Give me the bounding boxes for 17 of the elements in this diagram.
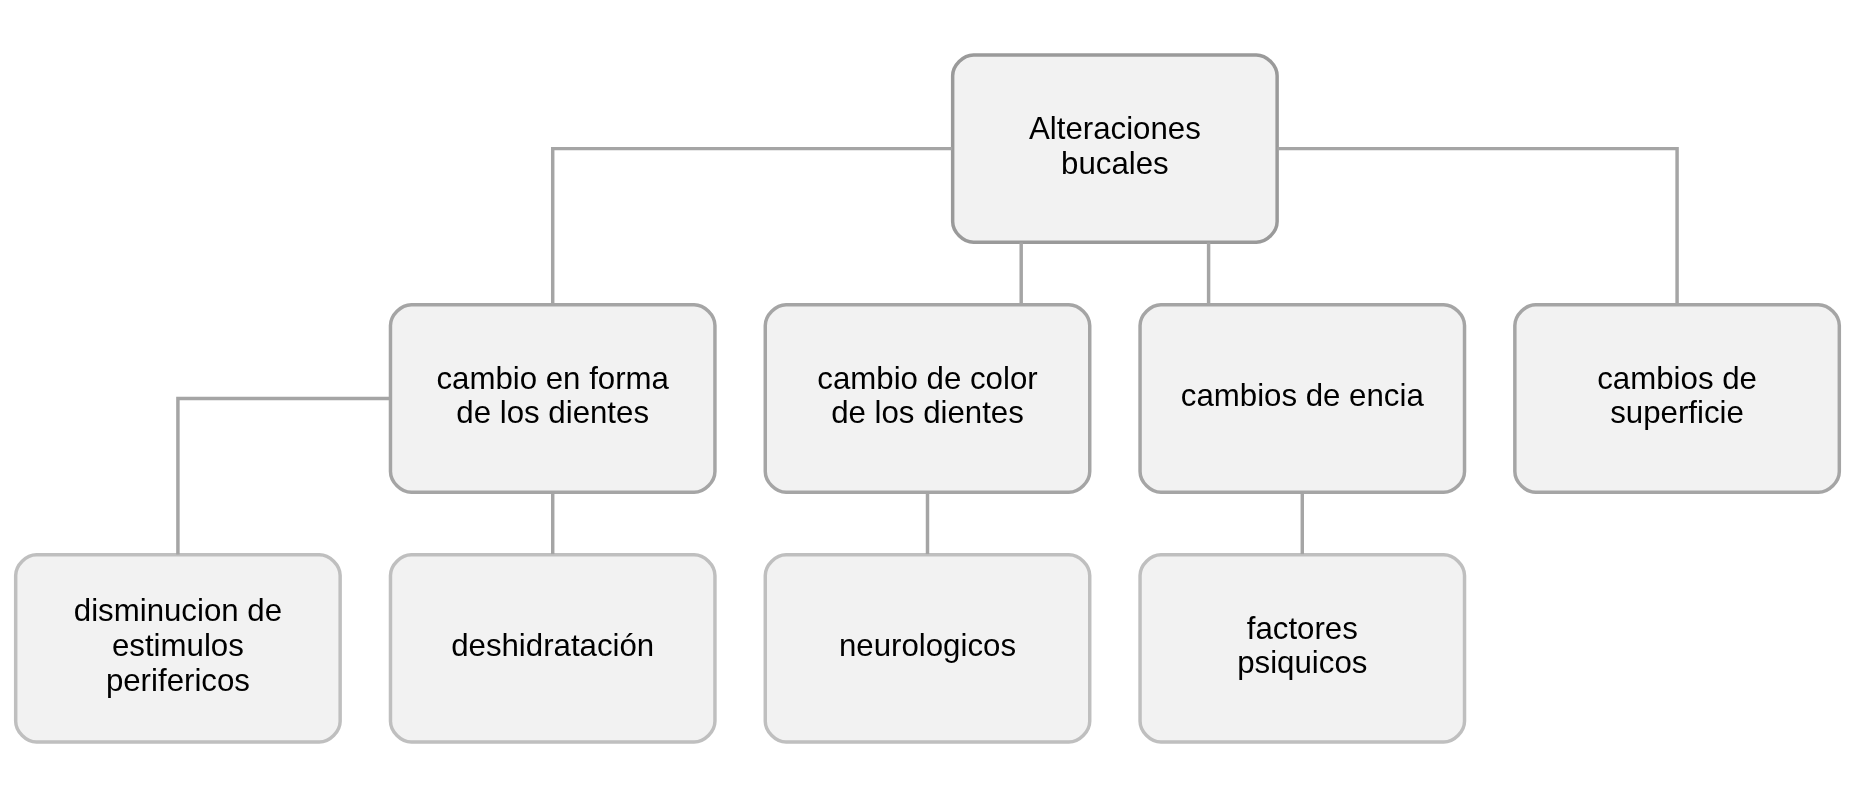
node-box: disminucion de estimulos perifericos xyxy=(13,552,342,744)
node-box: cambio en forma de los dientes xyxy=(388,303,717,494)
connector xyxy=(1277,146,1679,305)
node-box: factores psiquicos xyxy=(1138,552,1467,744)
connector xyxy=(176,396,390,555)
connector xyxy=(1300,492,1305,555)
connector xyxy=(550,492,555,555)
node-box: Alteraciones bucales xyxy=(950,53,1279,245)
connector xyxy=(1206,242,1211,305)
connector xyxy=(550,146,953,305)
node-box: cambios de superficie xyxy=(1513,303,1842,494)
connector xyxy=(925,492,930,555)
node-box: cambio de color de los dientes xyxy=(763,303,1092,494)
node-box: neurologicos xyxy=(763,552,1092,744)
node-box: cambios de encia xyxy=(1138,303,1467,494)
node-box: deshidratación xyxy=(388,552,717,744)
connector xyxy=(1019,242,1023,305)
